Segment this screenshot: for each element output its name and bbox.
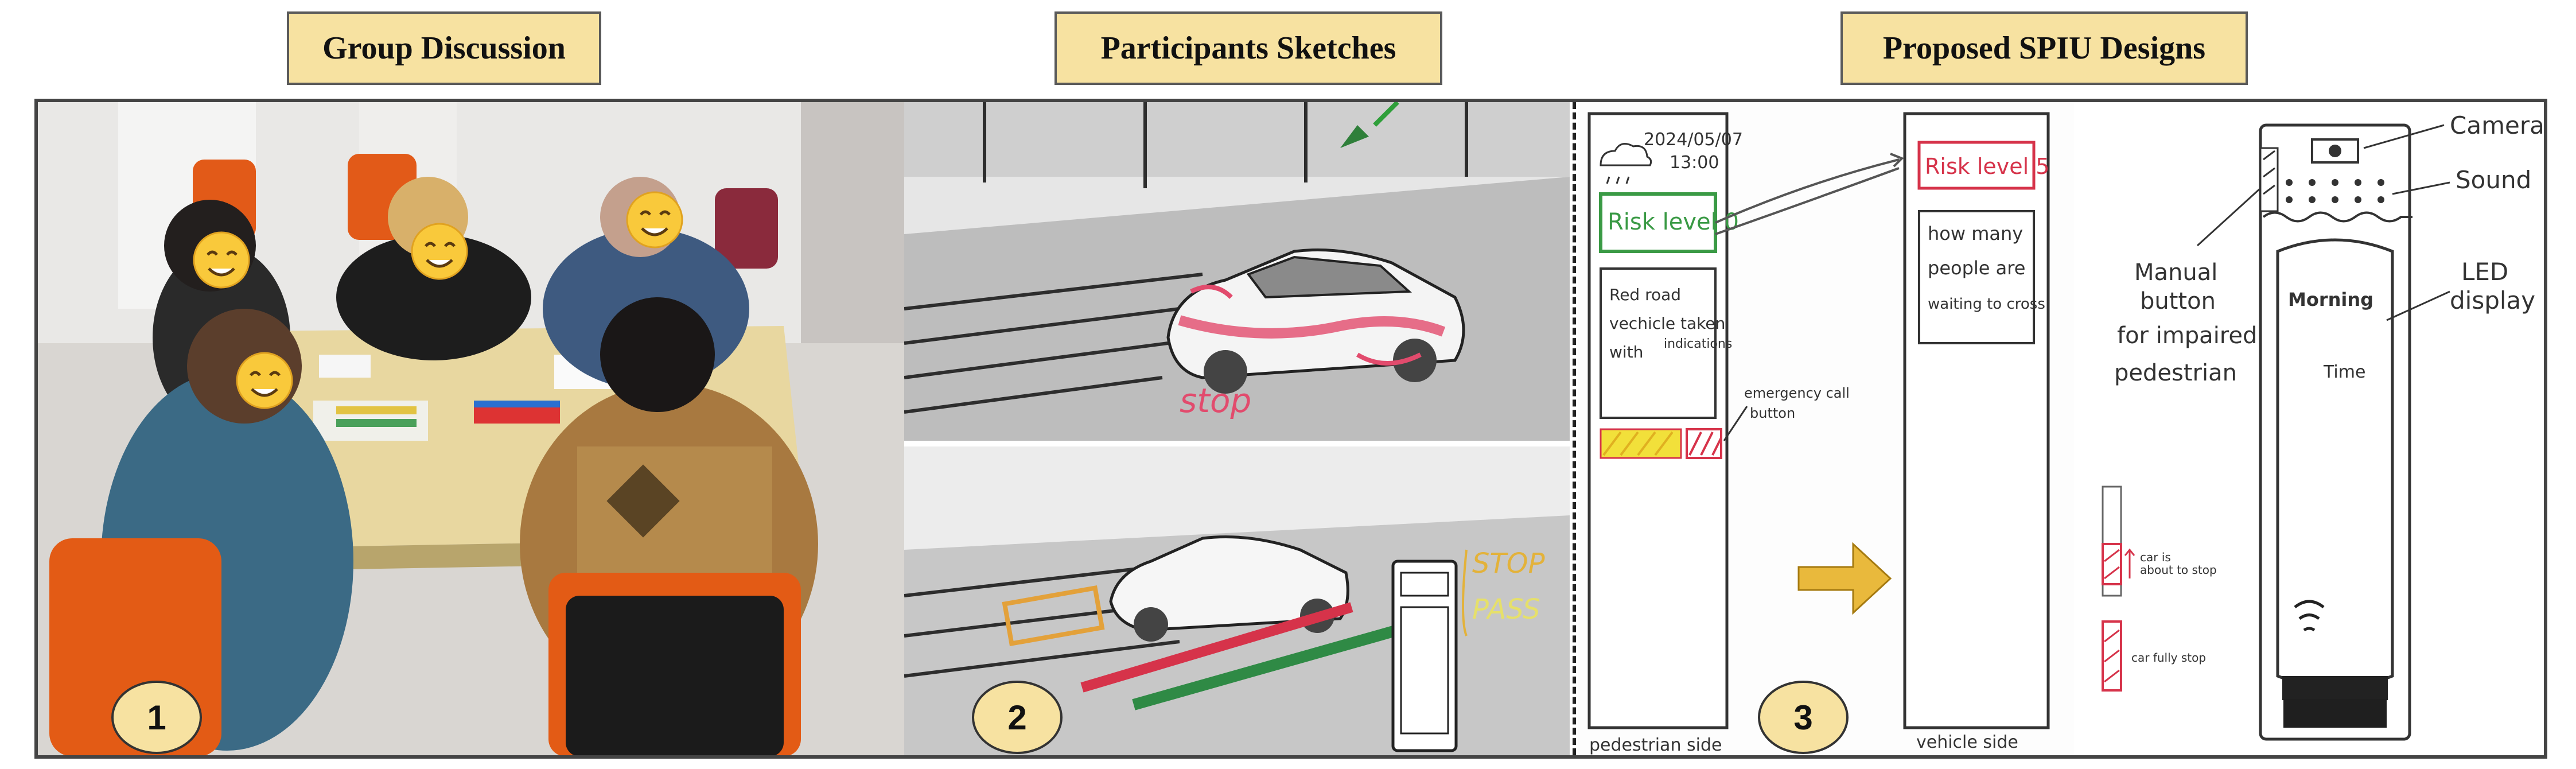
smiley-face-icon: [236, 352, 293, 409]
fully-stop-label: car fully stop: [2131, 651, 2206, 665]
note-left-line4: with: [1609, 343, 1643, 362]
pedestrian-side-design: 2024/05/07 13:00 Risk level 0 Red road v…: [1587, 112, 1850, 755]
risk-level-red: Risk level 5: [1925, 154, 2049, 179]
display-time: Time: [2323, 362, 2365, 382]
vehicle-side-label: vehicle side: [1916, 732, 2018, 752]
manual-label-2: button: [2140, 288, 2216, 314]
manual-label-4: pedestrian: [2114, 360, 2237, 386]
design-time: 13:00: [1670, 153, 1719, 173]
header-proposed-designs: Proposed SPIU Designs: [1840, 11, 2248, 85]
note-left-line1: Red road: [1609, 285, 1681, 304]
waiting-line3: waiting to cross: [1928, 296, 2045, 313]
emergency-label-1: emergency call: [1744, 385, 1850, 401]
note-left-line3: indications: [1664, 337, 1732, 351]
emergency-label-2: button: [1750, 405, 1795, 421]
manual-label-3: for impaired: [2117, 323, 2257, 349]
wifi-signal-icon: [2294, 600, 2325, 632]
waiting-line1: how many: [1928, 223, 2023, 244]
manual-label-1: Manual: [2134, 259, 2217, 286]
pedestrian-side-label: pedestrian side: [1589, 735, 1722, 755]
smiley-face-icon: [193, 231, 250, 289]
led-label-2: display: [2450, 286, 2535, 314]
group-discussion-photo: 1: [38, 102, 904, 755]
section-divider: [1573, 102, 1576, 755]
display-word: Morning: [2288, 289, 2373, 310]
smiley-face-icon: [411, 223, 468, 280]
about-stop-line2: about to stop: [2140, 563, 2217, 577]
led-label-1: LED: [2461, 258, 2508, 286]
weather-icon: [1600, 143, 1652, 184]
badge-step-3: 3: [1758, 681, 1849, 754]
about-stop-line1: car is: [2140, 550, 2171, 564]
header-participants-sketches: Participants Sketches: [1054, 11, 1442, 85]
smiley-face-icon: [626, 191, 683, 248]
design-date: 2024/05/07: [1644, 130, 1743, 150]
badge-step-2: 2: [972, 681, 1063, 754]
figure-frame: 1: [34, 99, 2547, 759]
waiting-line2: people are: [1928, 257, 2025, 279]
sketch-car-stopped: STOP PASS: [904, 446, 1570, 755]
sketch-stop-label: STOP: [1472, 547, 1545, 580]
camera-icon: [2311, 138, 2359, 164]
device-detail-design: Morning Time Camera Sound LED display Ma…: [2074, 102, 2544, 755]
right-arrow-icon: [1797, 542, 1892, 615]
sketch-pass-label: PASS: [1472, 593, 1540, 626]
sketch-stop-scribble: stop: [1180, 381, 1251, 420]
proposed-designs-panel: 2024/05/07 13:00 Risk level 0 Red road v…: [1578, 102, 2544, 755]
header-group-discussion: Group Discussion: [287, 11, 601, 85]
badge-step-1: 1: [111, 681, 202, 754]
note-left-line2: vechicle taken: [1609, 314, 1725, 333]
sketch-car-approaching: stop: [904, 102, 1570, 441]
participants-sketches-panel: stop STOP: [904, 102, 1578, 755]
sound-label: Sound: [2456, 166, 2531, 194]
vehicle-side-design: Risk level 5 how many people are waiting…: [1903, 112, 2050, 752]
camera-label: Camera: [2450, 111, 2544, 139]
